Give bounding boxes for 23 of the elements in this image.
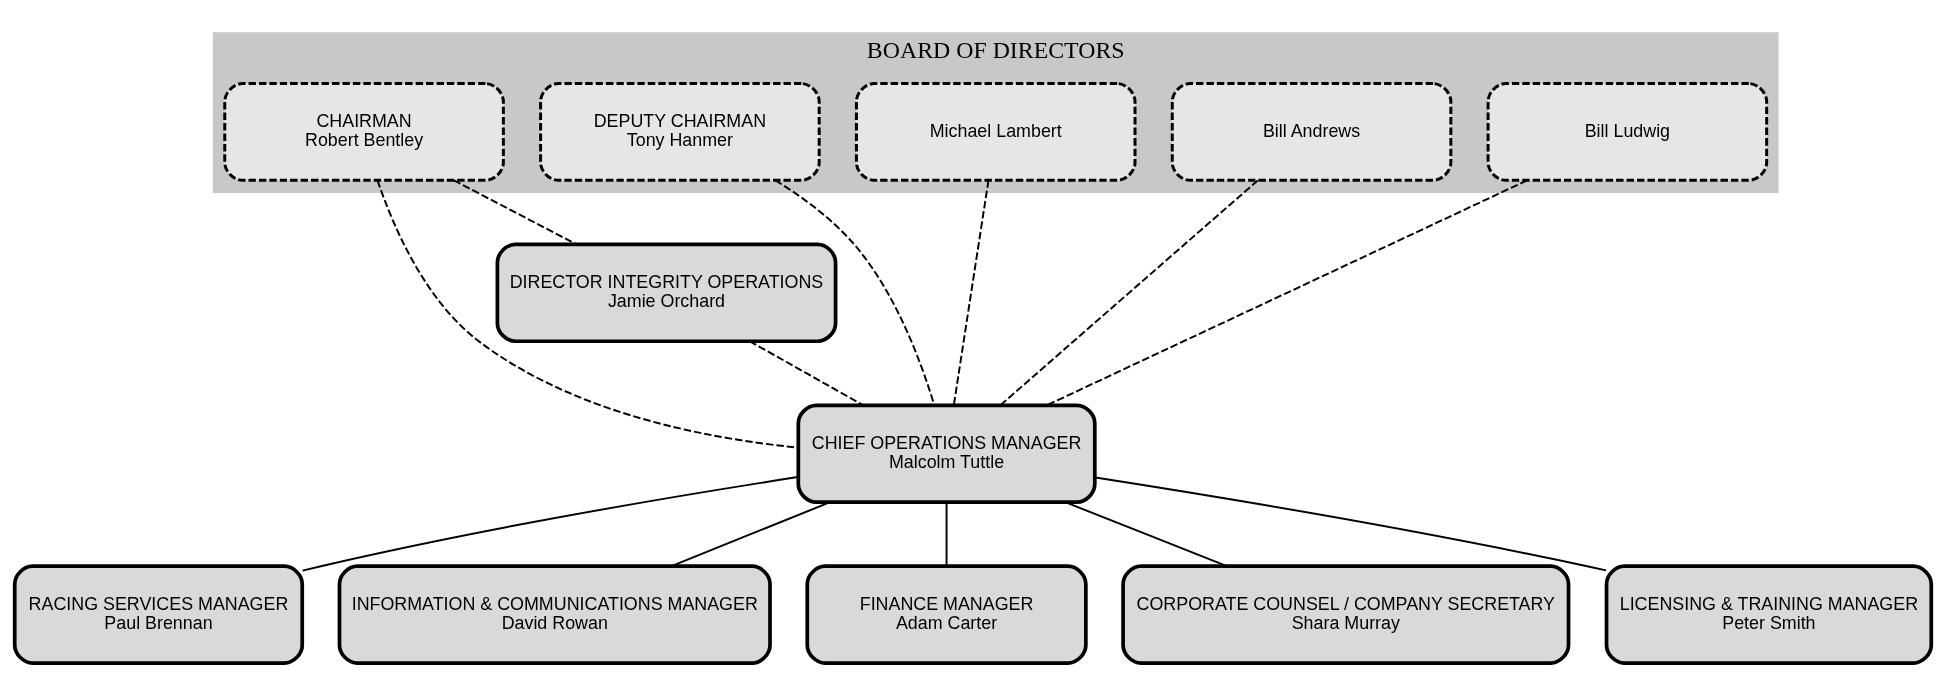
connector	[1045, 179, 1528, 407]
node-box: INFORMATION & COMMUNICATIONS MANAGER David Rowan	[337, 564, 772, 665]
connector	[774, 179, 936, 406]
connector	[1094, 476, 1607, 572]
node-box: RACING SERVICES MANAGER Paul Brennan	[12, 564, 305, 665]
connector	[748, 340, 865, 407]
connector	[376, 179, 799, 449]
node-box: Bill Andrews	[1170, 82, 1453, 182]
node-box: FINANCE MANAGER Adam Carter	[805, 564, 1088, 665]
connector	[945, 501, 948, 568]
connector	[999, 179, 1259, 406]
node-box: LICENSING & TRAINING MANAGER Peter Smith	[1604, 564, 1934, 665]
connector	[301, 476, 799, 572]
node-box: DIRECTOR INTEGRITY OPERATIONS Jamie Orchard	[495, 242, 838, 344]
node-box: Bill Ludwig	[1486, 82, 1769, 182]
node-box: CHIEF OPERATIONS MANAGER Malcolm Tuttle	[796, 403, 1097, 504]
node-box: Michael Lambert	[854, 82, 1137, 182]
connector	[453, 179, 578, 246]
node-box: DEPUTY CHAIRMAN Tony Hanmer	[539, 82, 821, 182]
connector	[1064, 501, 1228, 568]
node-box: CHAIRMAN Robert Bentley	[223, 82, 505, 182]
connector	[952, 179, 990, 406]
node-box: CORPORATE COUNSEL / COMPANY SECRETARY Shara Murray	[1121, 564, 1571, 665]
